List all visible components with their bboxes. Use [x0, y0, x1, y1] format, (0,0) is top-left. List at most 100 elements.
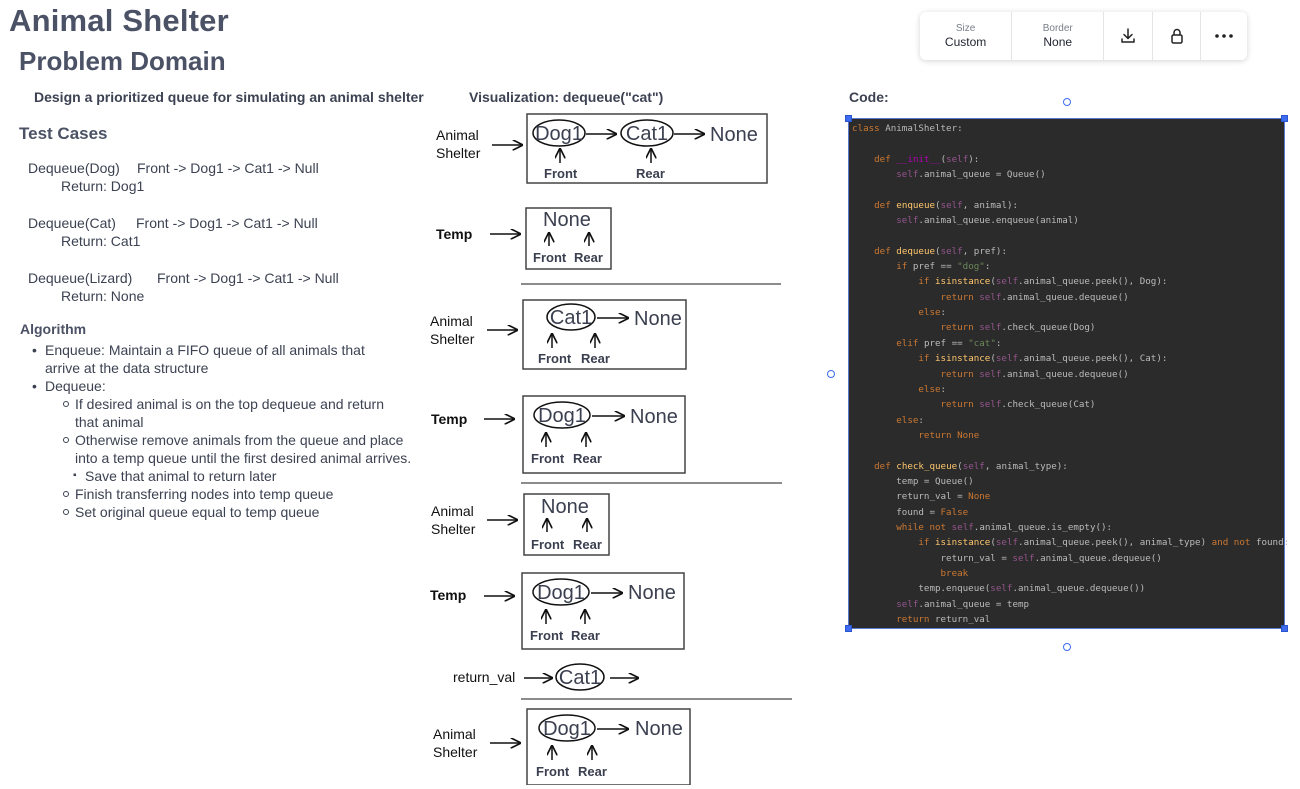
- queue-box: [521, 572, 685, 650]
- none-text: None: [541, 496, 589, 518]
- algorithm-step: Enqueue: Maintain a FIFO queue of all an…: [32, 341, 405, 359]
- download-button[interactable]: [1104, 12, 1153, 60]
- node-text: Dog1: [538, 405, 586, 427]
- node-ellipse: [532, 578, 590, 606]
- algorithm-substep: Finish transferring nodes into temp queu…: [63, 485, 435, 503]
- lock-button[interactable]: [1153, 12, 1202, 60]
- animal-label: Animal: [431, 503, 474, 519]
- test-case-call: Dequeue(Cat): [28, 215, 116, 231]
- shelter-label: Shelter: [430, 331, 475, 347]
- front-label: Front: [531, 537, 565, 552]
- none-text: None: [634, 308, 682, 330]
- node-ellipse: [532, 119, 586, 147]
- none-text: None: [628, 582, 676, 604]
- rear-label: Rear: [636, 166, 665, 181]
- algorithm-step: Dequeue:: [32, 377, 405, 395]
- size-value: Custom: [944, 35, 987, 49]
- front-label: Front: [530, 628, 564, 643]
- border-label: Border: [1042, 23, 1073, 34]
- visualization-title: Visualization: dequeue("cat"): [469, 89, 664, 105]
- shelter-label: Shelter: [436, 145, 481, 161]
- section-title: Problem Domain: [19, 46, 226, 76]
- return-val-label: return_val: [453, 669, 515, 685]
- queue-box: [526, 708, 691, 785]
- test-case-call: Dequeue(Dog): [28, 160, 120, 176]
- front-label: Front: [544, 166, 578, 181]
- node-text: Dog1: [543, 718, 591, 740]
- algorithm-substep: Set original queue equal to temp queue: [63, 503, 435, 521]
- size-control[interactable]: Size Custom: [920, 12, 1013, 60]
- node-ellipse: [546, 303, 596, 331]
- code-image[interactable]: class AnimalShelter: def __init__(self):…: [848, 118, 1290, 629]
- test-case-queue: Front -> Dog1 -> Cat1 -> Null: [136, 215, 318, 231]
- node-ellipse: [555, 663, 605, 691]
- test-case-return: Return: Dog1: [61, 178, 145, 194]
- node-text: Cat1: [559, 667, 601, 689]
- test-case-return: Return: Cat1: [61, 233, 141, 249]
- shelter-label: Shelter: [431, 521, 476, 537]
- queue-box: [522, 395, 686, 474]
- animal-label: Animal: [436, 127, 479, 143]
- temp-label: Temp: [430, 587, 466, 603]
- rear-label: Rear: [578, 764, 607, 779]
- resize-handle-top-right[interactable]: [1281, 115, 1288, 122]
- temp-label: Temp: [431, 411, 467, 427]
- resize-handle-bottom-right[interactable]: [1281, 625, 1288, 632]
- algorithm-step-cont: arrive at the data structure: [45, 360, 209, 376]
- border-value: None: [1043, 35, 1073, 49]
- code-block: class AnimalShelter: def __init__(self):…: [852, 123, 1290, 625]
- front-label: Front: [531, 451, 565, 466]
- algorithm-substep-cont: that animal: [75, 414, 144, 430]
- node-ellipse: [538, 714, 596, 742]
- node-text: Cat1: [550, 307, 592, 329]
- algorithm-heading: Algorithm: [20, 321, 87, 337]
- algorithm-subsubstep: Save that animal to return later: [73, 467, 385, 485]
- rotate-handle-top[interactable]: [1063, 98, 1071, 106]
- temp-label: Temp: [436, 226, 472, 242]
- shelter-label: Shelter: [433, 744, 478, 760]
- rear-label: Rear: [581, 351, 610, 366]
- page-title: Animal Shelter: [9, 3, 229, 38]
- algorithm-substep: Otherwise remove animals from the queue …: [63, 431, 435, 449]
- none-text: None: [543, 209, 591, 231]
- more-icon: [1215, 34, 1234, 38]
- test-cases-heading: Test Cases: [19, 124, 108, 143]
- front-label: Front: [533, 250, 567, 265]
- image-toolbar: Size Custom Border None: [920, 12, 1247, 60]
- rear-label: Rear: [574, 250, 603, 265]
- algorithm-list: Enqueue: Maintain a FIFO queue of all an…: [19, 341, 419, 521]
- test-case-queue: Front -> Dog1 -> Cat1 -> Null: [137, 160, 319, 176]
- node-text: Cat1: [626, 123, 668, 145]
- front-label: Front: [538, 351, 572, 366]
- rotate-handle-bottom[interactable]: [1063, 643, 1071, 651]
- animal-label: Animal: [430, 313, 473, 329]
- problem-statement: Design a prioritized queue for simulatin…: [34, 89, 424, 105]
- node-ellipse: [620, 119, 674, 147]
- queue-box: [526, 113, 768, 184]
- none-text: None: [635, 718, 683, 740]
- queue-box: [525, 207, 612, 270]
- queue-box: [522, 299, 687, 370]
- queue-box: [523, 493, 610, 556]
- download-icon: [1121, 28, 1135, 43]
- front-label: Front: [536, 764, 570, 779]
- node-text: Dog1: [537, 582, 585, 604]
- resize-handle-bottom-left[interactable]: [845, 625, 852, 632]
- none-text: None: [630, 406, 678, 428]
- animal-label: Animal: [433, 726, 476, 742]
- size-label: Size: [955, 23, 976, 34]
- visualization-diagram: Animal Shelter Dog1 Cat1 None Front Rear…: [430, 113, 792, 785]
- test-case-call: Dequeue(Lizard): [28, 270, 133, 286]
- node-text: Dog1: [535, 123, 583, 145]
- border-control[interactable]: Border None: [1012, 12, 1105, 60]
- algorithm-substep: If desired animal is on the top dequeue …: [63, 395, 435, 413]
- test-case-queue: Front -> Dog1 -> Cat1 -> Null: [157, 270, 339, 286]
- code-title: Code:: [849, 89, 889, 105]
- rotate-handle-left[interactable]: [827, 370, 835, 378]
- more-button[interactable]: [1201, 12, 1247, 60]
- algorithm-substep-cont: into a temp queue until the first desire…: [75, 450, 412, 466]
- rear-label: Rear: [573, 537, 602, 552]
- resize-handle-top-left[interactable]: [845, 115, 852, 122]
- rear-label: Rear: [573, 451, 602, 466]
- lock-icon: [1170, 28, 1183, 44]
